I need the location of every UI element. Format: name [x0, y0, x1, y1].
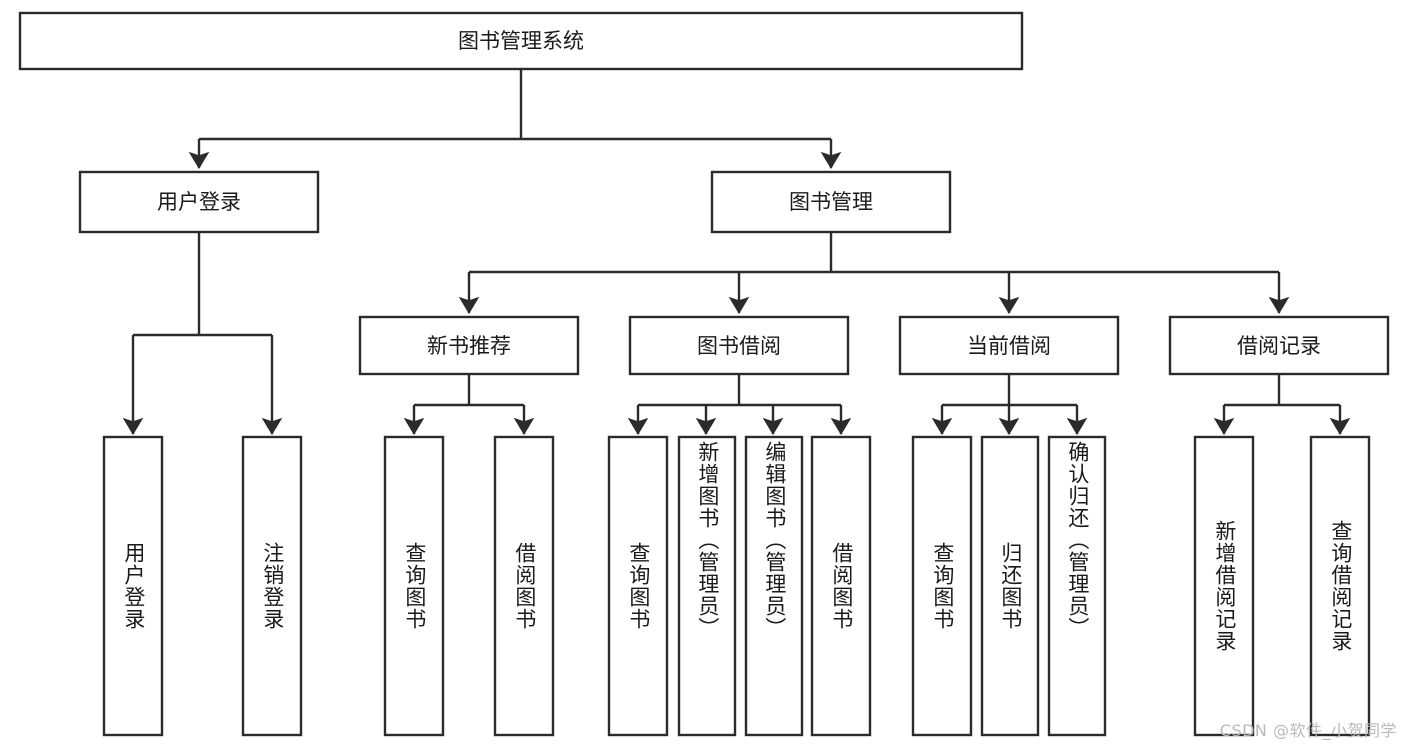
node-book-borrow-label: 图书借阅 [697, 334, 781, 358]
connector-book-borrow-to-leaves [627, 374, 852, 436]
node-borrow-record-label: 借阅记录 [1237, 334, 1321, 358]
node-user-login-label: 用户登录 [157, 190, 241, 214]
node-root-label: 图书管理系统 [458, 29, 584, 53]
node-book-management-label: 图书管理 [789, 190, 873, 214]
node-borrow-record-box [1168, 315, 1390, 376]
node-current-borrow[interactable]: 当前借阅 [898, 315, 1120, 376]
leaf-box-current-borrow-2[interactable] [980, 435, 1040, 737]
node-root-box [18, 11, 1024, 71]
connector-new-book-to-leaves [403, 374, 535, 436]
leaf-box-borrow-record-2[interactable] [1309, 435, 1371, 737]
node-current-borrow-label: 当前借阅 [967, 334, 1051, 358]
leaf-box-borrow-record-1[interactable] [1193, 435, 1255, 737]
node-new-book-recommend-label: 新书推荐 [427, 334, 511, 358]
connector-user-login-to-leaves [122, 232, 283, 436]
node-current-borrow-box [898, 315, 1120, 376]
leaf-box-user-login-1[interactable] [102, 435, 164, 737]
leaf-box-new-book-1[interactable] [383, 435, 445, 737]
leaf-box-current-borrow-3[interactable] [1047, 435, 1107, 737]
node-new-book-recommend-box [358, 315, 580, 376]
node-book-management[interactable]: 图书管理 [710, 170, 952, 234]
connector-root-to-level2 [188, 69, 842, 170]
node-book-borrow[interactable]: 图书借阅 [628, 315, 850, 376]
node-root[interactable]: 图书管理系统 [18, 11, 1024, 71]
leaf-box-current-borrow-1[interactable] [911, 435, 973, 737]
connector-current-borrow-to-leaves [931, 374, 1088, 436]
leaf-box-user-login-2[interactable] [241, 435, 303, 737]
connector-borrow-record-to-leaves [1213, 374, 1351, 436]
node-book-borrow-box [628, 315, 850, 376]
watermark: CSDN @软件_小贺同学 [1219, 721, 1397, 740]
connector-book-mgmt-to-level3 [458, 232, 1290, 315]
leaf-box-new-book-2[interactable] [493, 435, 555, 737]
node-new-book-recommend[interactable]: 新书推荐 [358, 315, 580, 376]
leaf-box-book-borrow-1[interactable] [607, 435, 669, 737]
leaf-box-book-borrow-3[interactable] [744, 435, 804, 737]
leaf-box-book-borrow-2[interactable] [677, 435, 737, 737]
node-book-management-box [710, 170, 952, 234]
node-borrow-record[interactable]: 借阅记录 [1168, 315, 1390, 376]
node-user-login[interactable]: 用户登录 [78, 170, 320, 234]
leaf-box-book-borrow-4[interactable] [810, 435, 872, 737]
